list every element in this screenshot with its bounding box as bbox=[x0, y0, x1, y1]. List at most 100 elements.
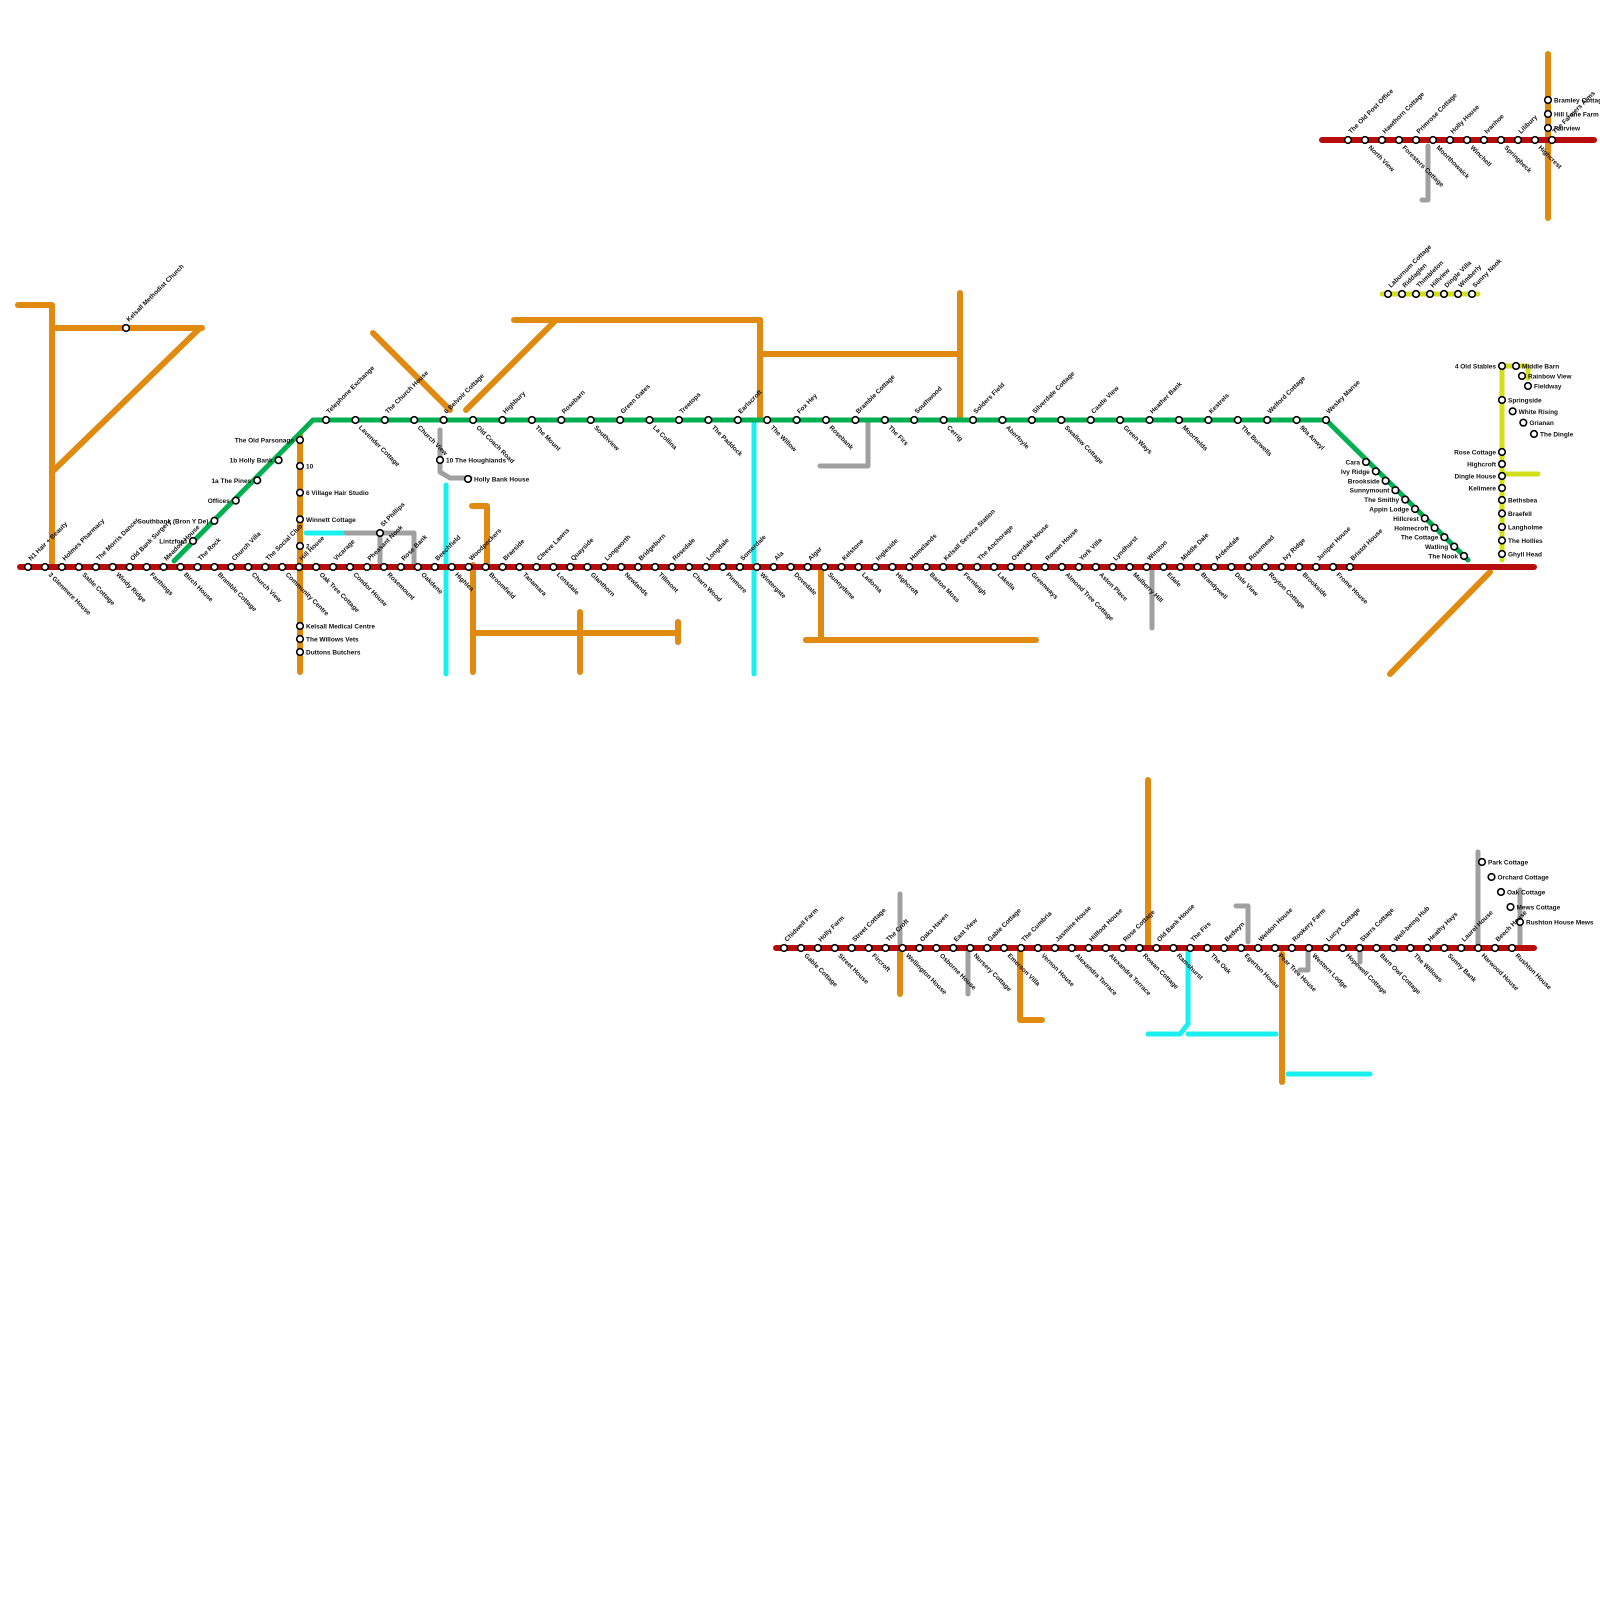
station-marker[interactable] bbox=[1292, 415, 1301, 425]
station-marker[interactable] bbox=[1423, 943, 1432, 953]
station-marker[interactable] bbox=[1220, 943, 1229, 953]
station-marker[interactable] bbox=[939, 415, 948, 425]
station-marker[interactable] bbox=[999, 943, 1009, 953]
station-marker[interactable] bbox=[1411, 289, 1421, 299]
station-marker[interactable] bbox=[295, 621, 305, 631]
station-marker[interactable] bbox=[566, 562, 575, 572]
station-marker[interactable] bbox=[1244, 562, 1253, 572]
station-marker[interactable] bbox=[244, 562, 253, 572]
station-marker[interactable] bbox=[1287, 943, 1297, 953]
station-marker[interactable] bbox=[1210, 562, 1219, 572]
station-marker[interactable] bbox=[1023, 562, 1033, 572]
station-marker[interactable] bbox=[1361, 457, 1371, 467]
station-marker[interactable] bbox=[1118, 943, 1127, 953]
station-marker[interactable] bbox=[1543, 95, 1553, 105]
station-marker[interactable] bbox=[1479, 135, 1489, 145]
station-marker[interactable] bbox=[532, 562, 541, 572]
station-marker[interactable] bbox=[274, 456, 283, 465]
station-marker[interactable] bbox=[1517, 371, 1527, 381]
station-marker[interactable] bbox=[779, 943, 789, 953]
station-marker[interactable] bbox=[328, 562, 338, 572]
station-marker[interactable] bbox=[600, 562, 609, 572]
station-marker[interactable] bbox=[108, 562, 117, 572]
station-marker[interactable] bbox=[464, 562, 473, 572]
station-marker[interactable] bbox=[871, 562, 880, 572]
station-marker[interactable] bbox=[1497, 483, 1507, 493]
station-marker[interactable] bbox=[851, 415, 860, 425]
station-marker[interactable] bbox=[956, 562, 965, 572]
station-marker[interactable] bbox=[498, 415, 507, 425]
station-marker[interactable] bbox=[1142, 562, 1151, 572]
station-marker[interactable] bbox=[1391, 486, 1400, 495]
station-marker[interactable] bbox=[998, 415, 1007, 425]
station-marker[interactable] bbox=[1193, 562, 1202, 572]
station-marker[interactable] bbox=[792, 415, 801, 425]
station-marker[interactable] bbox=[915, 943, 924, 953]
station-marker[interactable] bbox=[1033, 943, 1043, 953]
station-marker[interactable] bbox=[796, 943, 806, 953]
station-marker[interactable] bbox=[1440, 943, 1449, 953]
station-marker[interactable] bbox=[253, 476, 262, 485]
station-marker[interactable] bbox=[1477, 857, 1487, 867]
station-marker[interactable] bbox=[1490, 943, 1500, 953]
station-marker[interactable] bbox=[888, 562, 897, 572]
station-marker[interactable] bbox=[1529, 429, 1539, 439]
station-marker[interactable] bbox=[351, 415, 360, 425]
station-marker[interactable] bbox=[1401, 495, 1410, 504]
station-marker[interactable] bbox=[1497, 522, 1507, 532]
station-marker[interactable] bbox=[1328, 562, 1338, 572]
station-marker[interactable] bbox=[1237, 943, 1246, 953]
station-marker[interactable] bbox=[821, 415, 831, 425]
station-marker[interactable] bbox=[1425, 289, 1435, 299]
station-marker[interactable] bbox=[1360, 135, 1370, 145]
station-marker[interactable] bbox=[1497, 549, 1507, 559]
station-marker[interactable] bbox=[1459, 551, 1469, 561]
station-marker[interactable] bbox=[1263, 415, 1272, 425]
station-marker[interactable] bbox=[752, 562, 761, 572]
station-marker[interactable] bbox=[1050, 943, 1059, 953]
station-marker[interactable] bbox=[1006, 562, 1016, 572]
station-marker[interactable] bbox=[1497, 447, 1507, 457]
station-marker[interactable] bbox=[1321, 943, 1330, 953]
station-marker[interactable] bbox=[1496, 135, 1506, 145]
station-marker[interactable] bbox=[430, 562, 439, 572]
station-marker[interactable] bbox=[1186, 943, 1195, 953]
station-marker[interactable] bbox=[617, 562, 626, 572]
station-marker[interactable] bbox=[23, 562, 33, 572]
station-marker[interactable] bbox=[410, 415, 419, 425]
station-marker[interactable] bbox=[735, 562, 744, 572]
station-marker[interactable] bbox=[1497, 471, 1507, 481]
station-marker[interactable] bbox=[321, 415, 331, 425]
station-marker[interactable] bbox=[1086, 415, 1095, 425]
station-marker[interactable] bbox=[447, 562, 456, 572]
station-marker[interactable] bbox=[227, 562, 236, 572]
station-marker[interactable] bbox=[210, 562, 219, 572]
station-marker[interactable] bbox=[1394, 135, 1404, 145]
station-marker[interactable] bbox=[1135, 943, 1144, 953]
station-marker[interactable] bbox=[1497, 495, 1507, 505]
station-marker[interactable] bbox=[1497, 536, 1507, 545]
station-marker[interactable] bbox=[1176, 562, 1185, 572]
station-marker[interactable] bbox=[1091, 562, 1100, 572]
station-marker[interactable] bbox=[1445, 135, 1455, 145]
station-marker[interactable] bbox=[701, 562, 711, 572]
station-marker[interactable] bbox=[1377, 135, 1387, 145]
station-marker[interactable] bbox=[837, 562, 846, 572]
station-marker[interactable] bbox=[634, 562, 643, 572]
station-marker[interactable] bbox=[91, 562, 100, 572]
station-marker[interactable] bbox=[586, 415, 595, 425]
station-marker[interactable] bbox=[989, 562, 999, 572]
station-marker[interactable] bbox=[1253, 943, 1263, 953]
station-marker[interactable] bbox=[820, 562, 829, 572]
station-marker[interactable] bbox=[763, 415, 772, 425]
station-marker[interactable] bbox=[295, 634, 305, 644]
station-marker[interactable] bbox=[312, 562, 321, 572]
station-marker[interactable] bbox=[864, 943, 873, 953]
station-marker[interactable] bbox=[498, 562, 507, 572]
station-marker[interactable] bbox=[295, 562, 304, 572]
station-marker[interactable] bbox=[922, 562, 931, 572]
station-marker[interactable] bbox=[362, 562, 372, 572]
station-marker[interactable] bbox=[1497, 509, 1507, 518]
station-marker[interactable] bbox=[1530, 135, 1540, 145]
station-marker[interactable] bbox=[1383, 289, 1393, 299]
